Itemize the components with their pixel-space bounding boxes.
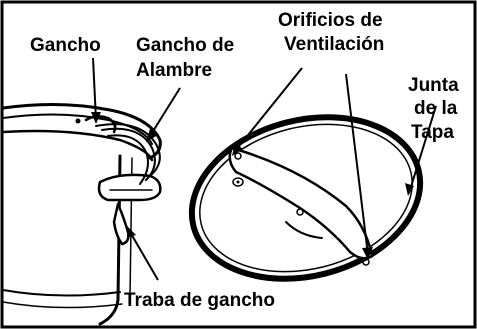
label-junta-1: Junta	[408, 75, 459, 96]
leader-lines	[92, 57, 437, 281]
leader-orificios-top	[235, 67, 303, 151]
label-orificios-1: Orificios de	[278, 10, 383, 31]
cooker-pot	[1, 102, 162, 326]
leader-orificios-bottom	[345, 73, 369, 256]
label-gancho-alambre-2: Alambre	[136, 60, 212, 81]
leader-traba	[129, 231, 159, 281]
label-gancho: Gancho	[30, 35, 101, 56]
label-orificios-2: Ventilación	[284, 34, 384, 55]
leader-junta	[409, 105, 437, 191]
label-junta-3: Tapa	[411, 122, 454, 143]
vent-hole-bottom	[362, 258, 370, 266]
lid	[188, 114, 424, 282]
vent-hole-top	[234, 152, 242, 160]
arrowheads	[91, 112, 414, 260]
leader-gancho	[92, 57, 97, 121]
leader-gancho-alambre	[149, 87, 181, 137]
label-gancho-alambre-1: Gancho de	[136, 35, 234, 56]
label-junta-2: de la	[414, 98, 458, 119]
center-screw	[296, 208, 304, 216]
label-traba: Traba de gancho	[124, 290, 275, 311]
lid-gasket	[188, 114, 424, 282]
